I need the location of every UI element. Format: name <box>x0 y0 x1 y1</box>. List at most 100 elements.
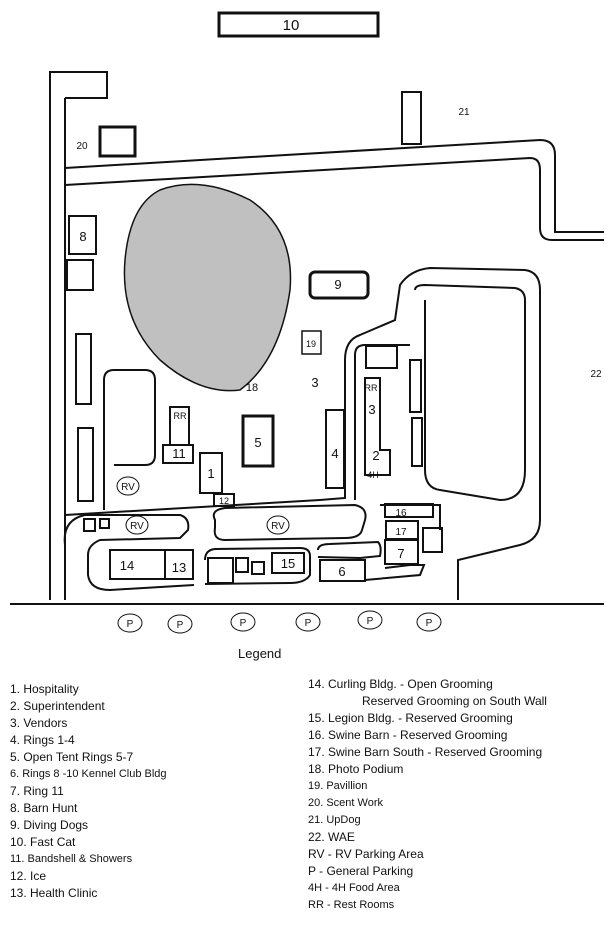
block-e <box>251 561 265 575</box>
curling-building[interactable] <box>109 549 166 580</box>
legend-item: 17. Swine Barn South - Reserved Grooming <box>308 745 543 759</box>
left-strip-lower <box>77 427 94 502</box>
label-12: 12 <box>219 496 229 506</box>
rings-1-4[interactable] <box>325 409 345 489</box>
parking-label-5: P <box>367 616 374 627</box>
road-se <box>317 540 382 560</box>
legend-item: 6. Rings 8 -10 Kennel Club Bldg <box>10 768 167 780</box>
label-rv-2: RV <box>130 521 144 532</box>
loop-road-inner <box>414 283 526 502</box>
label-13: 13 <box>172 560 186 575</box>
legend-left-column: 1. Hospitality 2. Superintendent 3. Vend… <box>10 681 167 902</box>
barn-hunt-building[interactable] <box>68 215 97 255</box>
label-3-center: 3 <box>311 375 318 390</box>
block-f <box>422 527 443 553</box>
parking-label-4: P <box>305 618 312 629</box>
building-17[interactable] <box>385 520 419 540</box>
legend-item: 15. Legion Bldg. - Reserved Grooming <box>308 711 513 725</box>
legend-item: 2. Superintendent <box>10 699 105 713</box>
parking-circle-5[interactable] <box>357 610 383 630</box>
left-strip-upper <box>75 333 92 405</box>
small-block-a <box>83 518 96 532</box>
parking-circle-1[interactable] <box>117 613 143 633</box>
open-tent-rings[interactable] <box>241 414 275 468</box>
fast-cat-box[interactable] <box>217 11 380 38</box>
parking-label-1: P <box>127 619 134 630</box>
road-se-lower <box>364 564 426 581</box>
label-rv-3: RV <box>271 521 285 532</box>
left-building-small <box>66 259 94 291</box>
label-rv-1: RV <box>121 482 135 493</box>
pavillion[interactable] <box>301 330 322 355</box>
health-clinic[interactable] <box>164 549 194 580</box>
road-right-inner <box>354 344 410 500</box>
legend-item: 10. Fast Cat <box>10 835 76 849</box>
rv-circle-1[interactable] <box>116 476 140 496</box>
label-14: 14 <box>120 558 134 573</box>
central-road <box>103 369 156 510</box>
legend-item: 5. Open Tent Rings 5-7 <box>10 750 134 764</box>
legend-item: 14. Curling Bldg. - Open Grooming <box>308 677 493 691</box>
label-rr-left: RR <box>174 411 187 421</box>
legend-item: 4H - 4H Food Area <box>308 882 400 894</box>
legend-item: 3. Vendors <box>10 716 68 730</box>
legend-item: 1. Hospitality <box>10 682 79 696</box>
label-22: 22 <box>590 369 602 380</box>
label-19: 19 <box>306 339 316 349</box>
legend-item: 22. WAE <box>308 830 355 844</box>
parking-circle-6[interactable] <box>416 612 442 632</box>
label-4h: 4H <box>367 470 379 480</box>
label-10: 10 <box>283 17 300 34</box>
building-15[interactable] <box>271 552 305 574</box>
parking-circle-4[interactable] <box>295 612 321 632</box>
strip-right-b <box>411 417 423 467</box>
legend-title: Legend <box>238 646 282 661</box>
legend-item: 19. Pavillion <box>308 780 368 792</box>
legend-item: Reserved Grooming on South Wall <box>362 694 547 708</box>
rv-circle-3[interactable] <box>266 515 290 535</box>
loop-road-outer <box>64 266 541 600</box>
label-9: 9 <box>334 277 341 292</box>
label-1: 1 <box>207 466 214 481</box>
ice-building[interactable] <box>213 493 235 507</box>
parking-circle-3[interactable] <box>230 612 256 632</box>
rr-left-strip <box>169 406 190 446</box>
legend-item: 18. Photo Podium <box>308 762 404 776</box>
legend-item: 21. UpDog <box>308 814 361 826</box>
scent-work-box[interactable] <box>98 125 137 158</box>
rv-loop-center[interactable] <box>212 503 367 542</box>
legend-item: 8. Barn Hunt <box>10 801 78 815</box>
label-7: 7 <box>397 546 404 561</box>
label-6: 6 <box>338 564 345 579</box>
legend-item: 20. Scent Work <box>308 797 383 809</box>
block-c <box>207 557 234 584</box>
label-20: 20 <box>76 141 88 152</box>
building-16[interactable] <box>384 503 434 518</box>
road-west-outer <box>49 71 108 600</box>
pond <box>123 183 292 392</box>
rv-circle-2[interactable] <box>125 515 149 535</box>
label-11: 11 <box>172 446 186 461</box>
legend-item: 9. Diving Dogs <box>10 818 89 832</box>
label-4: 4 <box>331 446 338 461</box>
small-block-b <box>99 518 110 529</box>
label-17: 17 <box>395 527 407 538</box>
legend-item: RV - RV Parking Area <box>308 847 424 861</box>
parking-circle-2[interactable] <box>167 614 193 634</box>
legend-item: 13. Health Clinic <box>10 886 98 900</box>
kennel-club-building[interactable] <box>319 559 366 582</box>
parking-label-6: P <box>426 618 433 629</box>
vendors-strip[interactable] <box>364 377 391 476</box>
label-2: 2 <box>372 448 379 463</box>
updog-area[interactable] <box>401 91 422 145</box>
rv-loop-lower-left[interactable] <box>63 514 195 592</box>
parking-label-3: P <box>240 618 247 629</box>
hospitality-building[interactable] <box>199 452 223 494</box>
legend-item: 16. Swine Barn - Reserved Grooming <box>308 728 508 742</box>
parking-label-2: P <box>177 620 184 631</box>
legend-item: RR - Rest Rooms <box>308 899 395 911</box>
label-21: 21 <box>458 107 470 118</box>
label-15: 15 <box>281 556 295 571</box>
label-3-right: 3 <box>368 402 375 417</box>
diving-dogs-building[interactable] <box>308 270 370 300</box>
